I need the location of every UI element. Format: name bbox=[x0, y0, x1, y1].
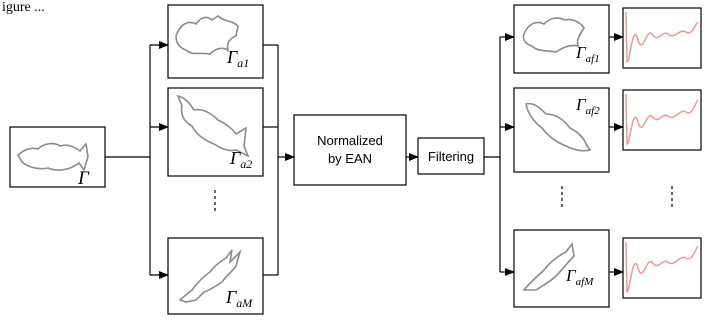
shape-afM-outline bbox=[522, 242, 575, 291]
shape-af2-outline bbox=[525, 102, 592, 152]
svg-text:Γaf2: Γaf2 bbox=[575, 95, 600, 117]
signal-curve-2 bbox=[625, 93, 699, 145]
top-text-fragment: igure ... bbox=[2, 0, 45, 15]
input-gamma-label: Γ bbox=[77, 168, 90, 189]
input-shape-box: Γ bbox=[9, 126, 106, 189]
af2-gamma: Γ bbox=[575, 95, 587, 114]
shape-a2-outline bbox=[176, 94, 250, 158]
normalize-box: Normalized by EAN bbox=[293, 114, 407, 186]
svg-text:Γa2: Γa2 bbox=[229, 148, 252, 171]
rotated-shape-aM-box: ΓaM bbox=[167, 237, 264, 315]
a1-gamma: Γ bbox=[226, 47, 238, 67]
filter-label: Filtering bbox=[428, 149, 474, 164]
signal-plot-2 bbox=[622, 89, 702, 151]
af2-subscript: af2 bbox=[586, 105, 601, 117]
normalize-line1: Normalized bbox=[317, 133, 383, 148]
svg-text:ΓaM: ΓaM bbox=[225, 287, 253, 310]
a1-subscript: a1 bbox=[237, 56, 249, 70]
aM-gamma: Γ bbox=[225, 287, 237, 307]
filtered-shape-af1-box: Γaf1 bbox=[513, 4, 610, 74]
signal-plot-1 bbox=[622, 7, 702, 69]
filter-box: Filtering bbox=[417, 137, 485, 175]
shape-aM-outline bbox=[178, 249, 242, 303]
af1-subscript: af1 bbox=[586, 53, 600, 65]
normalize-line2: by EAN bbox=[328, 151, 372, 166]
filtered-shape-afM-box: ΓafM bbox=[513, 229, 610, 308]
signal-curve-M bbox=[625, 241, 699, 293]
rotated-shape-a2-box: Γa2 bbox=[167, 87, 264, 177]
a2-gamma: Γ bbox=[229, 148, 241, 168]
svg-text:Γaf1: Γaf1 bbox=[575, 43, 600, 65]
a2-subscript: a2 bbox=[240, 157, 252, 171]
afM-gamma: Γ bbox=[565, 266, 577, 285]
shape-af1-outline bbox=[522, 17, 585, 53]
shape-a1-outline bbox=[175, 14, 239, 55]
signal-plot-M bbox=[622, 237, 702, 299]
svg-text:ΓafM: ΓafM bbox=[565, 266, 594, 288]
afM-subscript: afM bbox=[576, 276, 595, 288]
filtered-shape-af2-box: Γaf2 bbox=[513, 87, 610, 173]
rotated-shape-a1-box: Γa1 bbox=[167, 4, 264, 79]
fish-outline bbox=[16, 142, 89, 172]
aM-subscript: aM bbox=[236, 296, 253, 310]
signal-curve-1 bbox=[625, 11, 699, 63]
af1-gamma: Γ bbox=[575, 43, 587, 62]
svg-text:Γa1: Γa1 bbox=[226, 47, 249, 70]
